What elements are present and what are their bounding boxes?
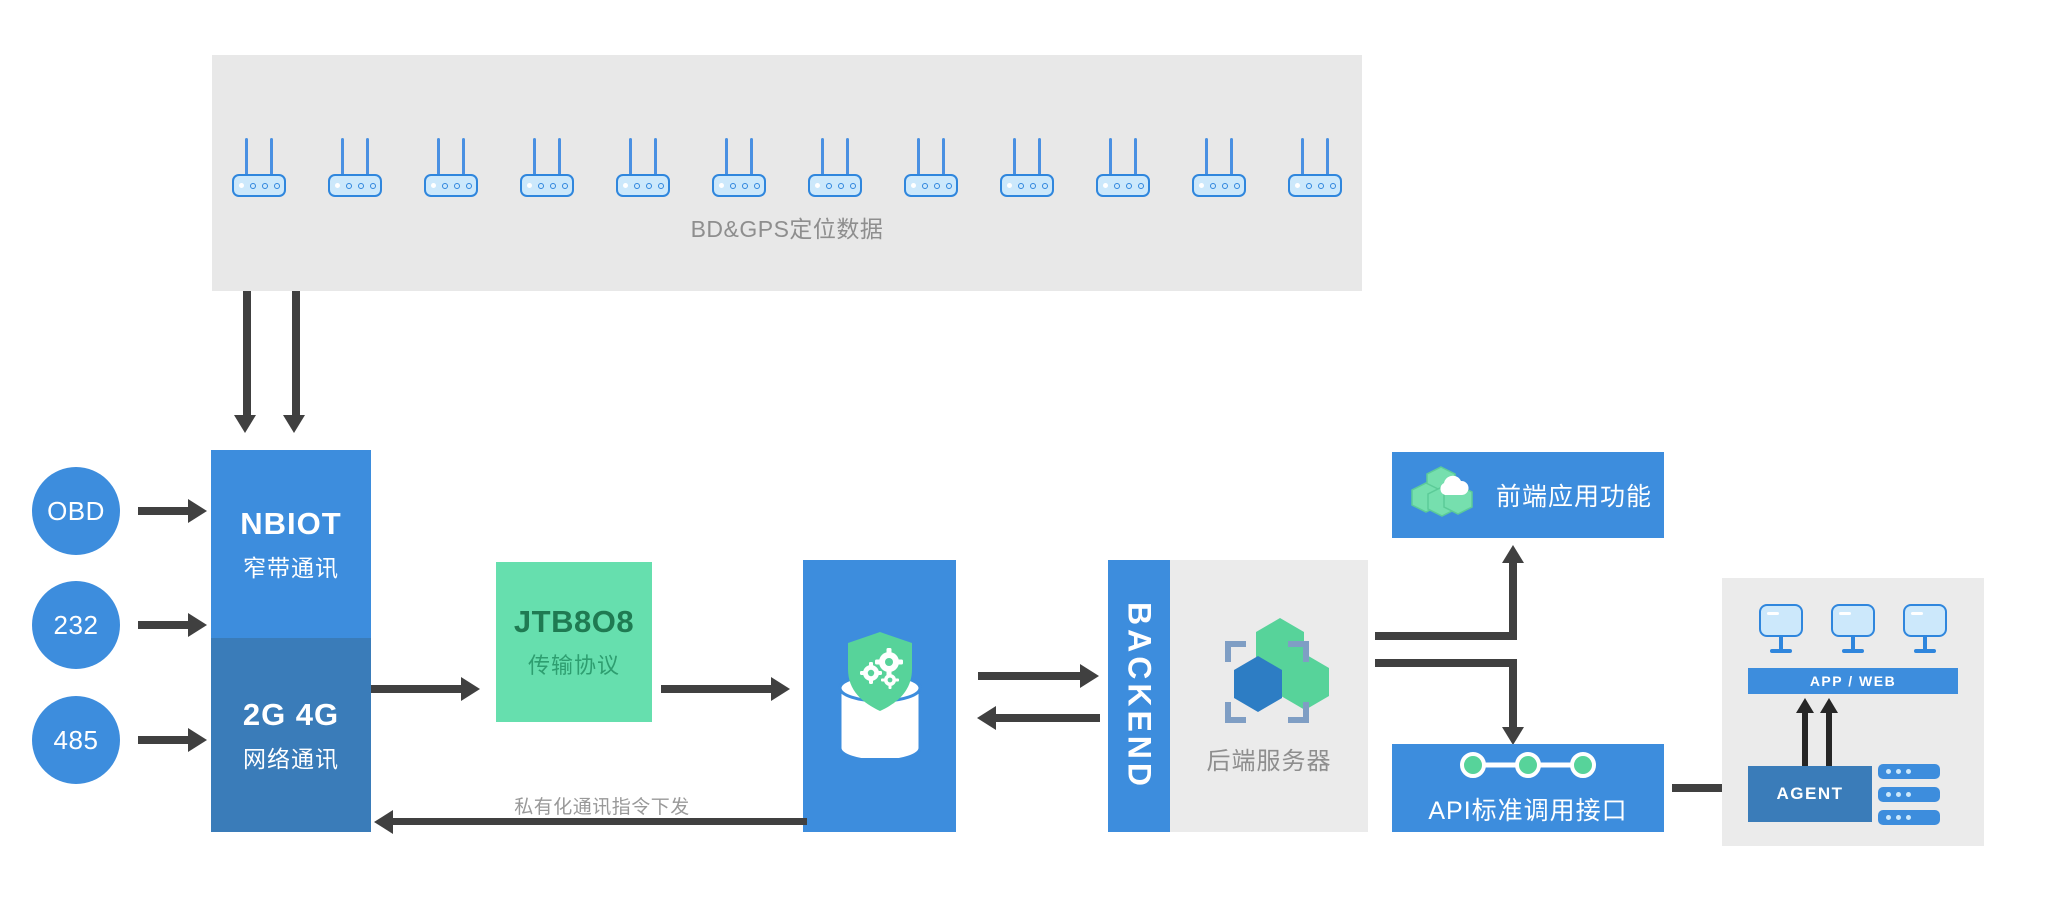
- gps-devices-panel: BD&GPS定位数据: [212, 55, 1362, 291]
- router-device-icon: [709, 138, 769, 200]
- client-panel: APP / WEB AGENT: [1722, 578, 1984, 846]
- backend-content: 后端服务器: [1170, 560, 1368, 832]
- protocol-subtitle: 传输协议: [527, 653, 620, 678]
- feedback-label: 私有化通讯指令下发: [514, 797, 690, 818]
- obd-arrow-line: [138, 507, 190, 515]
- s485-arrow-head: [188, 728, 207, 752]
- api-label: API标准调用接口: [1428, 796, 1628, 825]
- router-device-icon: [421, 138, 481, 200]
- comm-to-protocol-line: [371, 685, 463, 693]
- branch-down-vertical: [1509, 659, 1517, 729]
- api-box[interactable]: API标准调用接口: [1392, 744, 1664, 832]
- mobile-subtitle: 网络通讯: [243, 745, 339, 772]
- monitor-icon: [1759, 604, 1803, 656]
- db-to-backend-head: [1080, 664, 1099, 688]
- agent-arrow-2-head: [1820, 698, 1838, 713]
- source-circle-485[interactable]: 485: [32, 696, 120, 784]
- uplink-arrow-1-line: [243, 291, 251, 417]
- monitor-icon: [1831, 604, 1875, 656]
- nodes-chain-icon: [1457, 750, 1599, 785]
- branch-up-horizontal: [1375, 632, 1517, 640]
- server-rack-icon: [1878, 810, 1940, 825]
- api-to-agent-line: [1672, 784, 1744, 792]
- feedback-line: [393, 818, 807, 825]
- source-label-232: 232: [53, 609, 99, 640]
- obd-arrow-head: [188, 499, 207, 523]
- server-rack-icon: [1878, 764, 1940, 779]
- appweb-bar[interactable]: APP / WEB: [1748, 668, 1958, 694]
- cloud-cubes-icon: [1410, 465, 1482, 526]
- branch-up-vertical: [1509, 563, 1517, 636]
- agent-arrow-1-head: [1796, 698, 1814, 713]
- backend-bar-label: BACKEND: [1121, 602, 1158, 790]
- comm-to-protocol-head: [461, 677, 480, 701]
- router-device-icon: [805, 138, 865, 200]
- router-device-icon: [1093, 138, 1153, 200]
- s485-arrow-line: [138, 736, 190, 744]
- backend-box[interactable]: BACKEND 后端服务器: [1108, 560, 1368, 832]
- branch-up-head: [1502, 545, 1524, 563]
- backend-to-db-head: [977, 706, 996, 730]
- router-device-icon: [901, 138, 961, 200]
- protocol-to-db-head: [771, 677, 790, 701]
- router-device-icon: [1285, 138, 1345, 200]
- source-label-obd: OBD: [47, 495, 105, 526]
- hexagon-nodes-scan-icon: [1208, 616, 1330, 731]
- frontend-box[interactable]: 前端应用功能: [1392, 452, 1664, 538]
- frontend-label: 前端应用功能: [1496, 483, 1653, 511]
- mobile-title: 2G 4G: [242, 696, 340, 732]
- monitor-row: [1722, 604, 1984, 658]
- router-device-icon: [613, 138, 673, 200]
- devices-panel-caption: BD&GPS定位数据: [690, 216, 884, 242]
- monitor-icon: [1903, 604, 1947, 656]
- database-box[interactable]: [803, 560, 956, 832]
- backend-to-db-line: [996, 714, 1100, 722]
- nbiot-subtitle: 窄带通讯: [243, 554, 339, 581]
- source-circle-obd[interactable]: OBD: [32, 467, 120, 555]
- router-device-icon: [1189, 138, 1249, 200]
- protocol-title: JTB8O8: [513, 604, 635, 639]
- router-device-icon: [325, 138, 385, 200]
- server-rack-group: [1878, 764, 1940, 826]
- router-device-icon: [229, 138, 289, 200]
- protocol-to-db-line: [661, 685, 773, 693]
- s232-arrow-head: [188, 613, 207, 637]
- comm-block-nbiot[interactable]: NBIOT 窄带通讯: [211, 450, 371, 638]
- appweb-label: APP / WEB: [1809, 673, 1897, 689]
- communication-module-stack: NBIOT 窄带通讯 2G 4G 网络通讯: [211, 450, 371, 832]
- source-label-485: 485: [53, 724, 99, 755]
- agent-box[interactable]: AGENT: [1748, 766, 1872, 822]
- backend-vertical-bar: BACKEND: [1108, 560, 1170, 832]
- source-circle-232[interactable]: 232: [32, 581, 120, 669]
- feedback-arrow-head: [374, 810, 393, 834]
- agent-label: AGENT: [1776, 784, 1844, 803]
- db-to-backend-line: [978, 672, 1082, 680]
- protocol-box[interactable]: JTB8O8 传输协议: [496, 562, 652, 722]
- router-device-icon: [997, 138, 1057, 200]
- backend-label: 后端服务器: [1206, 748, 1332, 775]
- agent-arrow-1-line: [1802, 712, 1808, 766]
- branch-down-head: [1502, 727, 1524, 745]
- nbiot-title: NBIOT: [240, 505, 342, 541]
- s232-arrow-line: [138, 621, 190, 629]
- router-device-icon: [517, 138, 577, 200]
- branch-down-horizontal: [1375, 659, 1517, 667]
- device-icon-row: [212, 130, 1362, 200]
- comm-block-mobile[interactable]: 2G 4G 网络通讯: [211, 638, 371, 832]
- server-rack-icon: [1878, 787, 1940, 802]
- uplink-arrow-2-head: [283, 415, 305, 433]
- database-shield-gears-icon: [827, 630, 933, 763]
- uplink-arrow-1-head: [234, 415, 256, 433]
- agent-arrow-2-line: [1826, 712, 1832, 766]
- uplink-arrow-2-line: [292, 291, 300, 417]
